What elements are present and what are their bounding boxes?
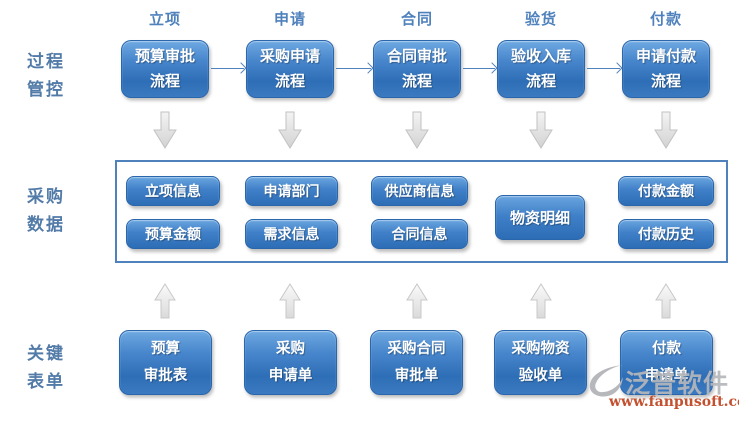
flow-arrow-right-icon	[211, 62, 247, 74]
phase-header-initiation: 立项	[148, 10, 181, 28]
watermark-url-text: www.fanpusoft.com	[609, 394, 739, 410]
phase-header-request: 申请	[273, 10, 306, 28]
form-box-contract-approval-form: 采购合同 审批单	[370, 330, 463, 395]
process-box-line: 验收入库	[510, 47, 571, 65]
down-arrow-icon	[405, 111, 429, 149]
form-box-line: 采购物资	[511, 340, 570, 357]
row-label-line: 数据	[27, 215, 65, 235]
up-arrow-icon	[530, 283, 552, 319]
row-label-line: 采购	[27, 187, 65, 207]
form-box-payment-request-form: 付款 申请单	[620, 330, 713, 395]
row-label-line: 表单	[27, 372, 65, 392]
data-pill-payment-history: 付款历史	[618, 219, 714, 249]
form-box-material-acceptance-form: 采购物资 验收单	[494, 330, 587, 395]
process-box-line: 流程	[525, 72, 556, 90]
form-box-line: 预算	[151, 340, 180, 357]
form-box-line: 申请单	[644, 367, 689, 384]
up-arrow-icon	[154, 283, 176, 319]
form-box-line: 采购合同	[387, 340, 446, 357]
watermark: 泛普软件 www.fanpusoft.com	[585, 364, 739, 416]
phase-header-inspection: 验货	[524, 10, 557, 28]
row-label-procurement-data: 采购 数据	[27, 183, 89, 239]
process-box-contract-approval: 合同审批 流程	[373, 40, 461, 98]
process-box-line: 流程	[401, 72, 432, 90]
process-box-budget-approval: 预算审批 流程	[121, 40, 209, 98]
data-pill-demand-info: 需求信息	[245, 219, 338, 249]
form-box-line: 验收单	[518, 367, 563, 384]
form-box-line: 付款	[652, 340, 681, 357]
process-box-line: 申请付款	[635, 47, 696, 65]
data-pill-contract-info: 合同信息	[371, 219, 468, 249]
form-box-budget-approval-form: 预算 审批表	[119, 330, 212, 395]
row-label-key-forms: 关键 表单	[27, 340, 89, 396]
form-box-line: 申请单	[268, 367, 313, 384]
data-pill-supplier-info: 供应商信息	[371, 176, 468, 206]
data-pill-request-dept: 申请部门	[245, 176, 338, 206]
process-box-payment-request: 申请付款 流程	[622, 40, 710, 98]
phase-header-payment: 付款	[649, 10, 682, 28]
form-box-purchase-request-form: 采购 申请单	[244, 330, 337, 395]
down-arrow-icon	[529, 111, 553, 149]
data-pill-budget-amount: 预算金额	[126, 219, 220, 249]
data-pill-project-info: 立项信息	[126, 176, 220, 206]
flow-arrow-right-icon	[463, 62, 498, 74]
row-label-process-control: 过程 管控	[27, 48, 89, 104]
process-box-line: 流程	[274, 72, 305, 90]
down-arrow-icon	[278, 111, 302, 149]
process-box-line: 流程	[650, 72, 681, 90]
flow-arrow-right-icon	[587, 62, 623, 74]
down-arrow-icon	[153, 111, 177, 149]
form-box-line: 采购	[276, 340, 305, 357]
row-label-line: 过程	[27, 52, 65, 72]
up-arrow-icon	[655, 283, 677, 319]
process-box-line: 合同审批	[386, 47, 447, 65]
phase-header-contract: 合同	[400, 10, 433, 28]
down-arrow-icon	[654, 111, 678, 149]
process-box-line: 预算审批	[134, 47, 195, 65]
form-box-line: 审批表	[143, 367, 188, 384]
process-box-purchase-request: 采购申请 流程	[246, 40, 334, 98]
up-arrow-icon	[279, 283, 301, 319]
data-pill-payment-amount: 付款金额	[618, 176, 714, 206]
process-box-line: 采购申请	[259, 47, 320, 65]
up-arrow-icon	[406, 283, 428, 319]
watermark-brand-text: 泛普软件	[625, 369, 730, 398]
row-label-line: 管控	[27, 80, 65, 100]
fanpusoft-logo-icon	[585, 364, 625, 398]
data-pill-material-detail: 物资明细	[495, 195, 585, 240]
process-box-receiving-warehouse: 验收入库 流程	[497, 40, 585, 98]
flow-arrow-right-icon	[336, 62, 374, 74]
process-box-line: 流程	[149, 72, 180, 90]
row-label-line: 关键	[27, 344, 65, 364]
form-box-line: 审批单	[394, 367, 439, 384]
